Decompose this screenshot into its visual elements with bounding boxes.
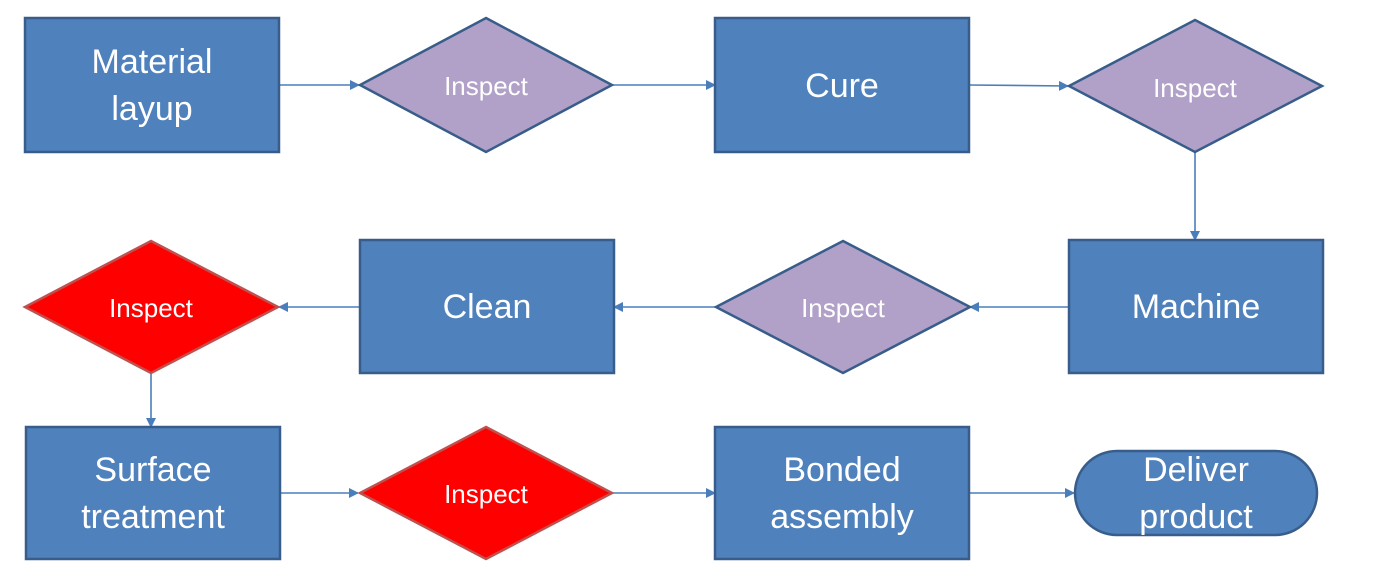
node-label: Inspect — [109, 293, 194, 323]
node-label: Inspect — [801, 293, 886, 323]
node-label: Material — [92, 43, 213, 81]
node-inspect-1: Inspect — [357, 16, 615, 154]
node-cure: Cure — [713, 16, 971, 154]
node-label: assembly — [770, 498, 914, 536]
edges — [146, 80, 1200, 498]
node-inspect-4: Inspect — [22, 239, 281, 375]
node-label: Bonded — [783, 451, 900, 489]
node-label: Deliver — [1143, 451, 1249, 489]
node-label: Inspect — [444, 479, 529, 509]
node-deliver-product: Deliver product — [1073, 449, 1319, 537]
node-inspect-3: Inspect — [713, 239, 973, 375]
node-inspect-2: Inspect — [1066, 18, 1325, 154]
node-material-layup: Material layup — [23, 16, 281, 154]
node-surface-treatment: Surface treatment — [24, 425, 282, 561]
edge-cure-to-inspect-2 — [968, 80, 1069, 91]
node-label: Cure — [805, 67, 879, 105]
node-label: Clean — [443, 288, 532, 326]
node-label: Machine — [1132, 288, 1261, 326]
node-inspect-5: Inspect — [357, 425, 615, 561]
node-clean: Clean — [358, 238, 616, 375]
node-machine: Machine — [1067, 238, 1325, 375]
node-label: treatment — [81, 498, 225, 536]
node-bonded-assembly: Bonded assembly — [713, 425, 971, 561]
node-label: Inspect — [444, 71, 529, 101]
node-label: layup — [111, 90, 192, 128]
node-label: product — [1139, 498, 1253, 536]
node-label: Inspect — [1153, 73, 1238, 103]
node-label: Surface — [94, 451, 211, 489]
